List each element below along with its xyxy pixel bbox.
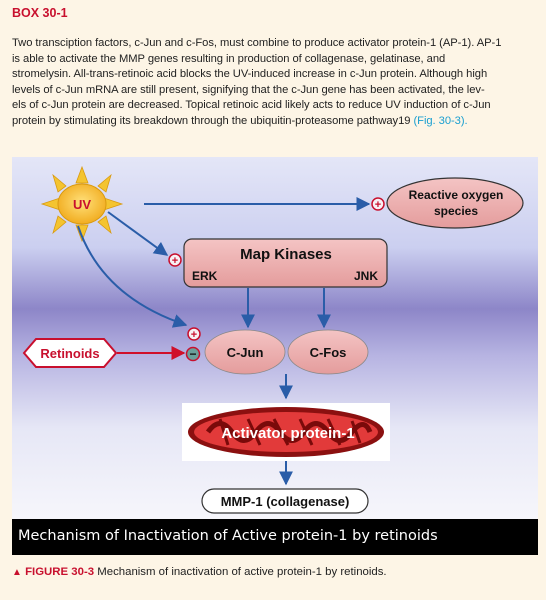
- plus-symbol: +: [375, 199, 381, 211]
- box-para-line: levels of c-Jun mRNA are still present, …: [12, 83, 485, 96]
- figure-banner: Mechanism of Inactivation of Active prot…: [12, 519, 538, 555]
- caption-text: Mechanism of inactivation of active prot…: [97, 566, 387, 578]
- jnk-label: JNK: [354, 269, 378, 283]
- figure-30-3: UV + Reactive oxygen species + Map Kinas…: [12, 157, 538, 555]
- box-paragraph: Two transciption factors, c-Jun and c-Fo…: [12, 36, 536, 130]
- ros-label-line2: species: [434, 204, 478, 218]
- plus-symbol: +: [191, 329, 197, 341]
- arrow-uv-to-cjun: [77, 225, 188, 328]
- cjun-label: C-Jun: [227, 345, 264, 360]
- mmp1-node: [201, 488, 369, 514]
- ap1-label: Activator protein-1: [221, 425, 354, 442]
- box-para-line: protein by stimulating its breakdown thr…: [12, 114, 536, 130]
- pathway-diagram: UV + Reactive oxygen species + Map Kinas…: [12, 157, 538, 519]
- box-para-line: is able to activate the MMP genes result…: [12, 52, 446, 65]
- mmp1-label: MMP-1 (collagenase): [221, 494, 350, 509]
- box-para-line: stromelysin. All-trans-retinoic acid blo…: [12, 68, 488, 81]
- retinoids-label: Retinoids: [40, 346, 99, 361]
- erk-label: ERK: [192, 269, 218, 283]
- map-kinases-label: Map Kinases: [240, 246, 332, 263]
- figure-banner-text: Mechanism of Inactivation of Active prot…: [18, 528, 438, 544]
- caption-triangle-icon: ▲: [12, 567, 22, 578]
- cfos-node: [287, 329, 369, 375]
- uv-sun-icon: [40, 165, 124, 243]
- uv-label: UV: [73, 197, 91, 212]
- box-para-line: els of c-Jun protein are decreased. Topi…: [12, 99, 491, 112]
- cjun-node: [204, 329, 286, 375]
- cfos-label: C-Fos: [310, 345, 347, 360]
- plus-marker-ros: [371, 197, 385, 211]
- figure-caption: ▲ FIGURE 30-3 Mechanism of inactivation …: [12, 566, 387, 578]
- caption-figure-label: FIGURE 30-3: [25, 566, 95, 578]
- box-title: BOX 30-1: [12, 6, 68, 20]
- map-kinases-node: [183, 238, 388, 288]
- ap1-mitochondria-icon: [188, 407, 384, 457]
- plus-symbol: +: [172, 255, 178, 267]
- ros-label-line1: Reactive oxygen: [409, 188, 504, 202]
- plus-marker-cjun: [187, 327, 201, 341]
- box-para-line: Two transciption factors, c-Jun and c-Fo…: [12, 37, 502, 49]
- ros-node: [386, 177, 524, 229]
- box-para-line-end: protein by stimulating its breakdown thr…: [12, 114, 411, 127]
- minus-symbol: −: [189, 347, 196, 361]
- figure-reference-link[interactable]: (Fig. 30-3).: [413, 114, 468, 127]
- minus-marker-cjun: [185, 346, 201, 362]
- arrow-uv-to-map-kinases: [107, 211, 169, 256]
- retinoids-node: [22, 338, 118, 368]
- plus-marker-map-kinases: [168, 253, 182, 267]
